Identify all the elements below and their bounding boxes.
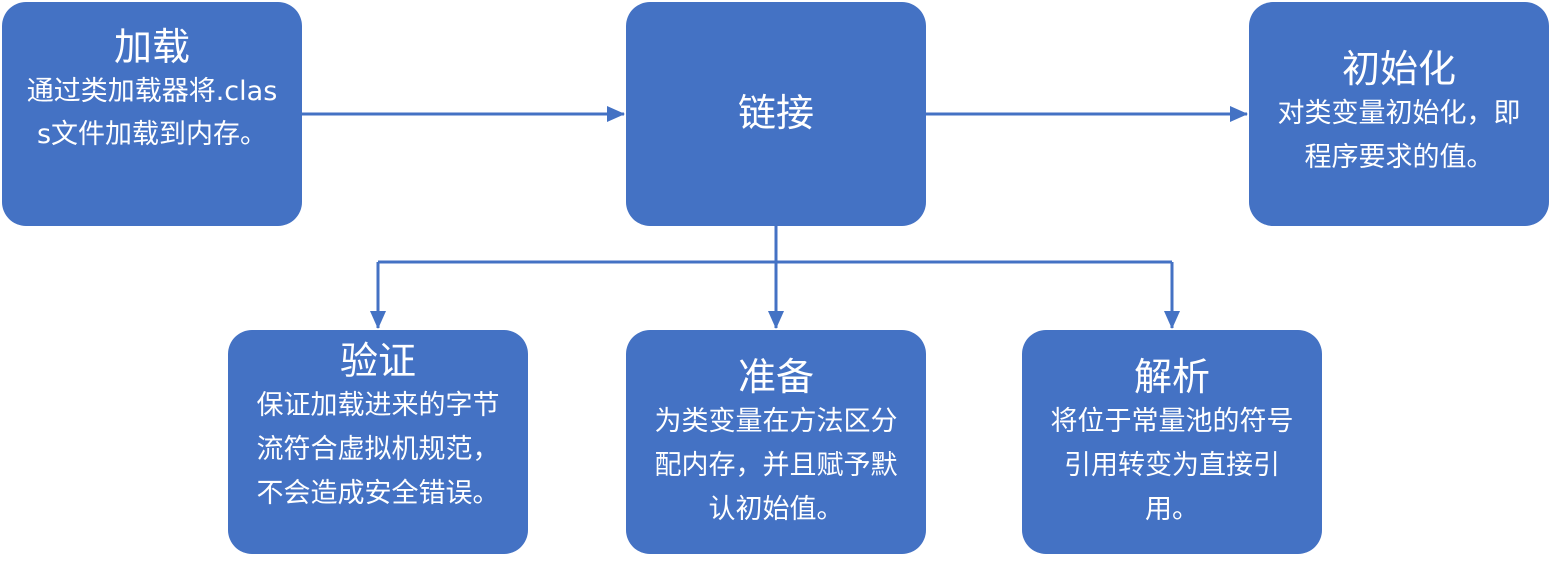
node-load-title: 加载 [113,25,190,69]
node-verify-desc: 保证加载进来的字节流符合虚拟机规范，不会造成安全错误。 [256,390,500,509]
node-prepare: 准备 为类变量在方法区分配内存，并且赋予默认初始值。 [626,330,926,554]
node-init-desc: 对类变量初始化，即程序要求的值。 [1277,98,1521,173]
node-load-desc: 通过类加载器将.class文件加载到内存。 [26,76,278,150]
node-load: 加载 通过类加载器将.class文件加载到内存。 [2,2,302,226]
node-resolve-desc: 将位于常量池的符号引用转变为直接引用。 [1050,406,1294,525]
node-resolve: 解析 将位于常量池的符号引用转变为直接引用。 [1022,330,1322,554]
node-prepare-desc: 为类变量在方法区分配内存，并且赋予默认初始值。 [654,406,898,525]
node-link-title: 链接 [737,91,814,135]
node-prepare-title: 准备 [737,355,814,399]
node-verify: 验证 保证加载进来的字节流符合虚拟机规范，不会造成安全错误。 [228,330,528,554]
node-init: 初始化 对类变量初始化，即程序要求的值。 [1249,2,1549,226]
node-init-title: 初始化 [1341,47,1456,91]
node-verify-title: 验证 [339,339,416,383]
node-resolve-title: 解析 [1133,355,1210,399]
node-link: 链接 [626,2,926,226]
